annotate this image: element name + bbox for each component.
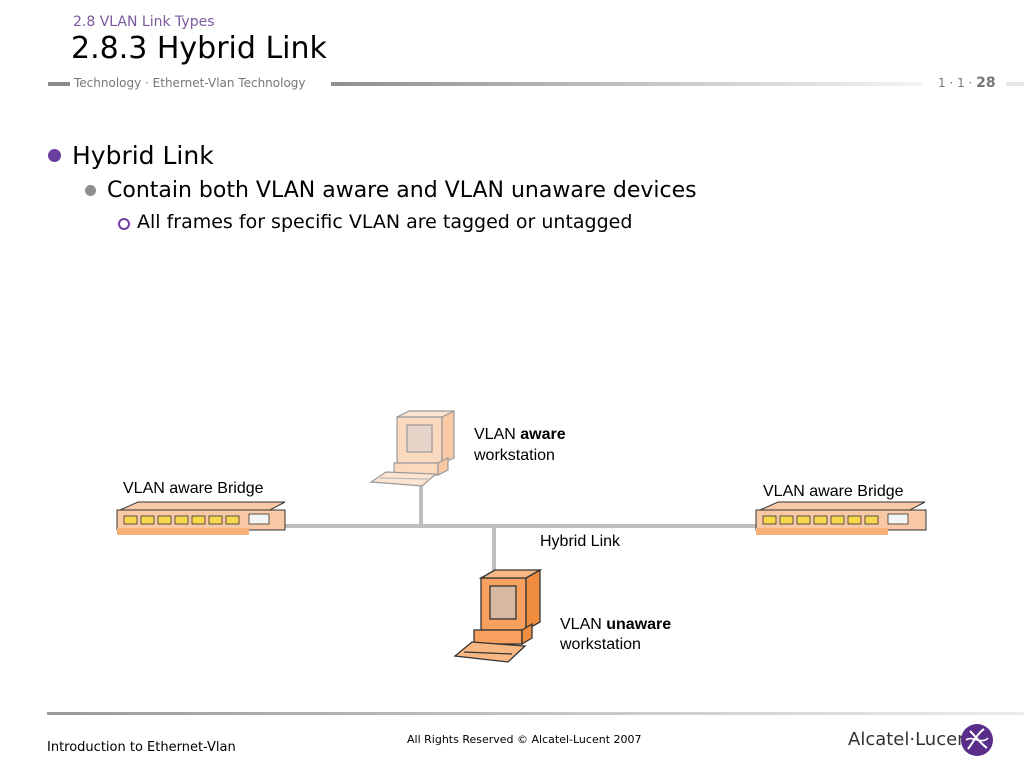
aware-ws-bold: aware bbox=[520, 426, 566, 443]
aware-workstation-label: VLAN aware bbox=[474, 426, 566, 444]
aware-workstation-icon bbox=[369, 410, 455, 487]
unaware-ws-prefix: VLAN bbox=[560, 616, 607, 633]
header-rule-left bbox=[48, 82, 70, 86]
page-number: 28 bbox=[976, 75, 996, 91]
footer-rule bbox=[47, 712, 1024, 715]
bullet-level3: All frames for specific VLAN are tagged … bbox=[137, 211, 633, 233]
bullet-dot-level2 bbox=[85, 185, 96, 196]
page-counter: 1 · 1 · 28 bbox=[938, 75, 996, 91]
bullet-dot-level3 bbox=[118, 218, 130, 230]
unaware-ws-bold: unaware bbox=[606, 616, 672, 633]
hybrid-link-label: Hybrid Link bbox=[540, 533, 621, 550]
aware-ws-prefix: VLAN bbox=[474, 426, 521, 443]
bridge-right-icon bbox=[755, 501, 927, 535]
bridge-left-icon bbox=[116, 501, 286, 535]
bullet-dot-level1 bbox=[48, 149, 61, 162]
unaware-workstation-icon bbox=[453, 568, 543, 663]
bullet-level2: Contain both VLAN aware and VLAN unaware… bbox=[107, 178, 697, 203]
unaware-workstation-label-line2: workstation bbox=[560, 636, 641, 653]
slide-title: 2.8.3 Hybrid Link bbox=[71, 31, 327, 66]
footer-course-title: Introduction to Ethernet-Vlan bbox=[47, 740, 236, 755]
bullet-level1: Hybrid Link bbox=[72, 141, 214, 170]
section-subtitle: 2.8 VLAN Link Types bbox=[73, 14, 215, 30]
header-rule-middle bbox=[331, 82, 923, 86]
alcatel-lucent-logo-icon bbox=[961, 724, 993, 756]
alcatel-lucent-logo-text: Alcatel·Lucent bbox=[848, 729, 976, 750]
hybrid-link-diagram bbox=[116, 410, 927, 663]
page-prefix: 1 · 1 · bbox=[938, 76, 977, 90]
header-rule-right bbox=[1006, 82, 1024, 86]
bridge-right-label: VLAN aware Bridge bbox=[763, 483, 904, 500]
footer-copyright: All Rights Reserved © Alcatel-Lucent 200… bbox=[407, 733, 642, 746]
bridge-left-label: VLAN aware Bridge bbox=[123, 480, 264, 497]
unaware-workstation-label: VLAN unaware bbox=[560, 616, 671, 634]
link-lines bbox=[280, 478, 760, 578]
aware-workstation-label-line2: workstation bbox=[474, 447, 555, 464]
breadcrumb: Technology · Ethernet-Vlan Technology bbox=[74, 76, 306, 90]
